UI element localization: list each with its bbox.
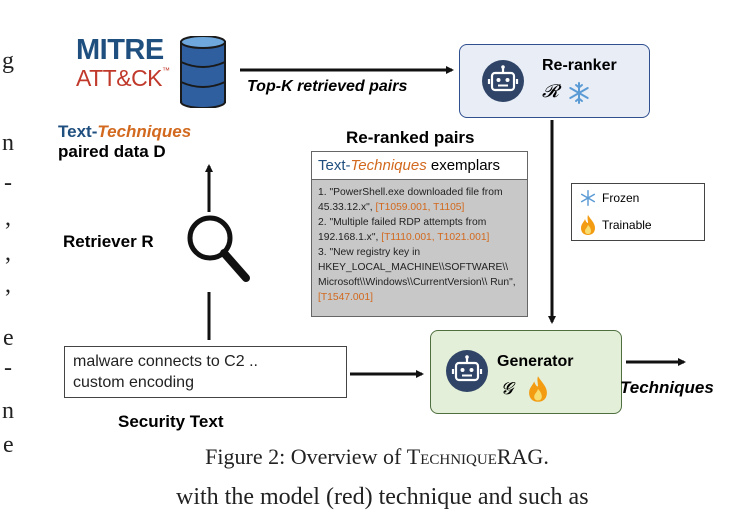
- magnifier-icon: [187, 215, 250, 282]
- snowflake-icon: [569, 82, 589, 104]
- page-text-char: ,: [5, 240, 11, 266]
- database-icon: [180, 36, 226, 108]
- caption-prefix: Figure 2: Overview of: [205, 444, 407, 469]
- mitre-logo-line1: MITRE: [76, 34, 164, 66]
- datastore-label: Text-Techniques paired data D: [58, 122, 191, 162]
- exemplar-item: 1. "PowerShell.exe downloaded file from …: [318, 185, 521, 215]
- generator-box: Generator 𝓖: [430, 330, 622, 414]
- caption-suffix: .: [543, 444, 549, 469]
- generator-symbol: 𝓖: [501, 379, 513, 399]
- figure-caption: Figure 2: Overview of TechniqueRAG.: [0, 444, 754, 470]
- reranker-symbol: 𝓡: [542, 81, 559, 102]
- legend-trainable-label: Trainable: [602, 218, 652, 232]
- topk-label-k: K: [281, 78, 293, 95]
- exemplar-technique-ids: [T1547.001]: [318, 292, 373, 303]
- exemplar-text: 3. "New registry key in HKEY_LOCAL_MACHI…: [318, 247, 519, 288]
- generator-title: Generator: [497, 353, 574, 370]
- topk-label-suffix: retrieved pairs: [292, 78, 408, 95]
- exemplar-text: 2. "Multiple failed RDP attempts from 19…: [318, 217, 490, 243]
- connector-arrows: [205, 66, 686, 378]
- topk-label-prefix: Top-: [247, 78, 282, 95]
- exemplars-box: Text-Techniques exemplars 1. "PowerShell…: [311, 151, 528, 317]
- datastore-label-prefix: Text-: [58, 122, 98, 141]
- techniques-output-label: Techniques: [620, 378, 714, 397]
- input-text-line1: malware connects to C2 ..: [73, 353, 258, 370]
- page-text-char: -: [4, 355, 12, 381]
- exemplar-text: 1. "PowerShell.exe downloaded file from …: [318, 187, 506, 213]
- caption-smallcaps: TechniqueRAG: [406, 444, 544, 469]
- exemplars-header-prefix: Text-: [318, 157, 351, 174]
- flame-icon: [529, 376, 547, 402]
- reranker-title: Re-ranker: [542, 57, 617, 74]
- mitre-logo-line2: ATT&CK: [76, 65, 163, 91]
- reranked-pairs-label: Re-ranked pairs: [346, 128, 475, 147]
- page-text-char: e: [3, 432, 14, 458]
- page-text-char: n: [2, 398, 14, 424]
- reranker-box: Re-ranker 𝓡: [459, 44, 650, 118]
- exemplar-item: 3. "New registry key in HKEY_LOCAL_MACHI…: [318, 245, 521, 305]
- topk-label: Top-K retrieved pairs: [247, 78, 407, 96]
- legend-box: Frozen Trainable: [571, 183, 705, 241]
- page-text-char: g: [2, 48, 14, 74]
- page-text-char: ,: [5, 272, 11, 298]
- mitre-attack-logo: MITRE ATT&CK™: [76, 36, 170, 90]
- exemplar-technique-ids: [T1110.001, T1021.001]: [381, 232, 490, 243]
- datastore-label-italic: Techniques: [97, 122, 192, 141]
- legend-frozen-label: Frozen: [602, 191, 640, 205]
- flame-icon: [581, 215, 595, 235]
- exemplars-list: 1. "PowerShell.exe downloaded file from …: [312, 180, 527, 310]
- page-text-char: ,: [5, 205, 11, 231]
- security-text-input-box: malware connects to C2 .. custom encodin…: [64, 346, 347, 398]
- robot-icon: [482, 60, 524, 102]
- snowflake-icon: [580, 190, 596, 206]
- exemplars-header: Text-Techniques exemplars: [312, 152, 527, 180]
- security-text-label: Security Text: [118, 412, 224, 431]
- exemplars-header-suffix: exemplars: [426, 157, 501, 174]
- input-text-line2: custom encoding: [73, 374, 194, 391]
- page-text-char: n: [2, 130, 14, 156]
- exemplar-item: 2. "Multiple failed RDP attempts from 19…: [318, 215, 521, 245]
- page-text-char: e: [3, 325, 14, 351]
- datastore-label-line2: paired data D: [58, 142, 166, 161]
- exemplars-header-italic: Techniques: [350, 157, 427, 174]
- exemplar-technique-ids: [T1059.001, T1105]: [375, 202, 465, 213]
- retriever-label: Retriever R: [63, 232, 154, 251]
- page-text-char: -: [4, 170, 12, 196]
- mitre-logo-tm: ™: [162, 66, 171, 75]
- robot-icon: [446, 350, 488, 392]
- page-bottom-text: with the model (red) technique and such …: [176, 484, 589, 510]
